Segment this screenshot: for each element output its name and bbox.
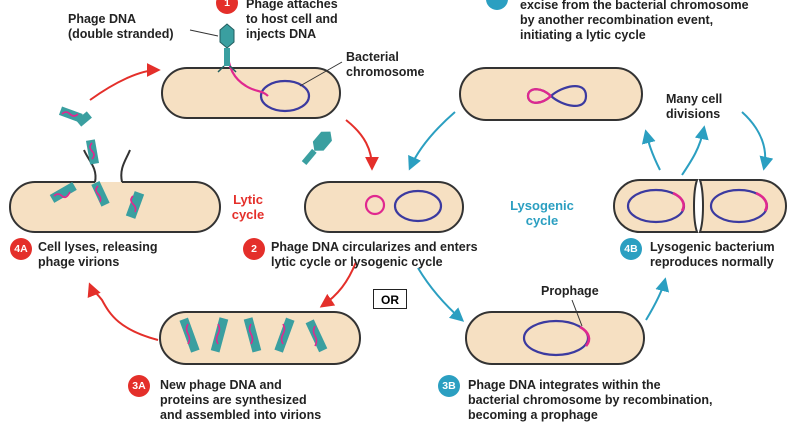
step-2-badge: 2 xyxy=(243,238,265,260)
step-4a-label: Cell lyses, releasing phage virions xyxy=(38,240,158,269)
phage-dna-leader xyxy=(189,29,219,37)
step-1-badge: 1 xyxy=(216,0,238,14)
host-cell-circularized xyxy=(304,181,464,233)
host-cell-prophage xyxy=(465,299,645,365)
host-cell-excision xyxy=(459,67,643,121)
excision-label: excise from the bacterial chromosome by … xyxy=(520,0,749,42)
free-phage xyxy=(301,131,332,165)
step-5-badge-partial xyxy=(486,0,508,10)
host-cell-infection xyxy=(161,23,341,119)
host-cell-lysed xyxy=(9,106,221,233)
phage-dna-label: Phage DNA (double stranded) xyxy=(68,12,174,41)
lytic-arrows xyxy=(87,63,379,341)
step-2-label: Phage DNA circularizes and enters lytic … xyxy=(271,240,478,269)
step-3b-badge: 3B xyxy=(438,375,460,397)
step-4a-badge: 4A xyxy=(10,238,32,260)
released-virions xyxy=(49,106,145,219)
step-3a-badge: 3A xyxy=(128,375,150,397)
step-1-label: Phage attaches to host cell and injects … xyxy=(246,0,338,41)
bacterial-chromosome-label: Bacterial chromosome xyxy=(346,50,425,79)
step-4b-badge: 4B xyxy=(620,238,642,260)
chromosome-leader xyxy=(299,61,343,87)
host-cell-assembly xyxy=(159,311,361,365)
lysogenic-arrows xyxy=(408,111,774,322)
lysogenic-cycle-label: Lysogenic cycle xyxy=(510,198,574,228)
step-3b-label: Phage DNA integrates within the bacteria… xyxy=(468,378,713,422)
or-box: OR xyxy=(373,289,407,309)
attached-phage xyxy=(217,23,237,73)
lytic-cycle-label: Lytic cycle xyxy=(231,192,265,222)
step-3a-label: New phage DNA and proteins are synthesiz… xyxy=(160,378,322,422)
many-cell-divisions-label: Many cell divisions xyxy=(666,92,723,121)
prophage-label: Prophage xyxy=(541,284,599,298)
step-4b-label: Lysogenic bacterium reproduces normally xyxy=(650,240,775,269)
dividing-cells xyxy=(613,179,787,233)
